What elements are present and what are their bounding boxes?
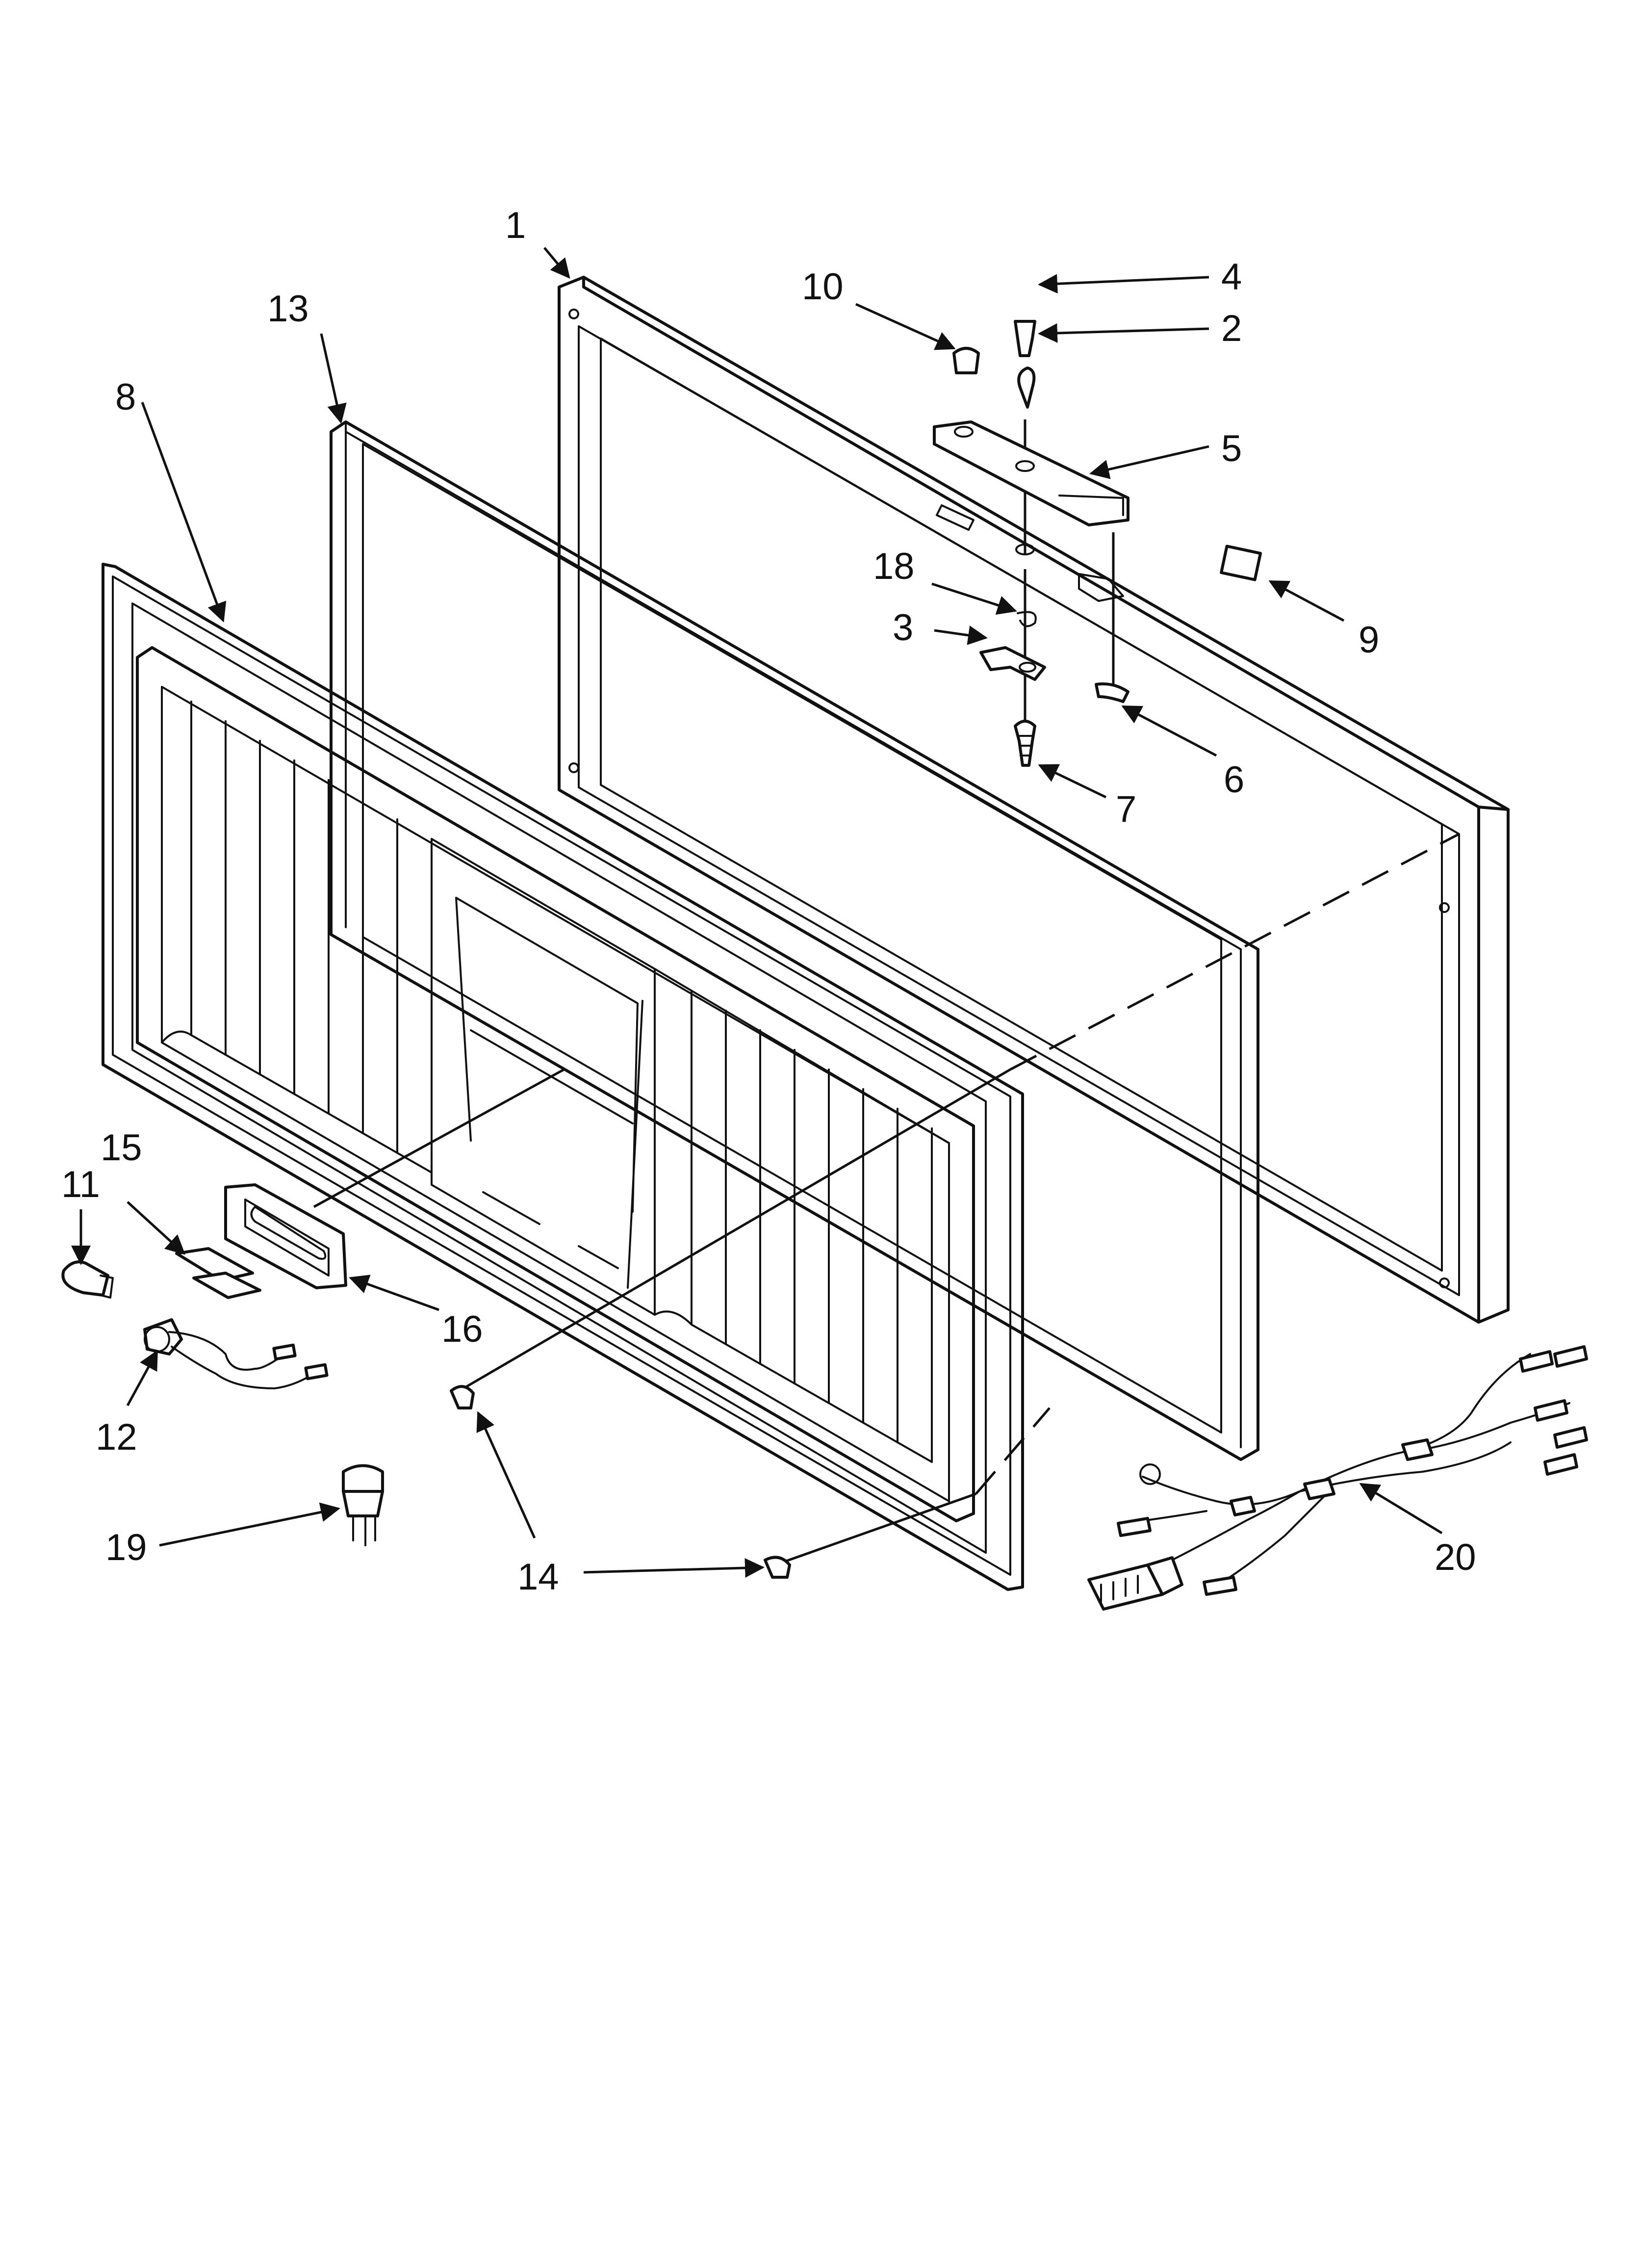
callout-15: 15	[101, 1127, 142, 1169]
gasket-clip-upper	[450, 1385, 475, 1409]
callout-16: 16	[441, 1308, 483, 1350]
light-shield	[175, 1247, 254, 1282]
callout-7: 7	[1116, 788, 1136, 830]
callout-1: 1	[505, 205, 526, 246]
callout-10: 10	[802, 266, 844, 308]
hinge-spacer	[1095, 682, 1129, 703]
light-assembly	[61, 1183, 347, 1389]
callout-14-upper: 14	[517, 1556, 559, 1598]
liner-flutes-right	[654, 968, 950, 1463]
hinge-screw	[1014, 320, 1036, 357]
mounting-screw	[1014, 720, 1036, 767]
callout-13: 13	[267, 288, 309, 330]
hinge-spring	[1017, 611, 1037, 627]
callout-3: 3	[893, 607, 913, 649]
callout-5: 5	[1221, 428, 1242, 469]
light-bulb	[61, 1260, 109, 1297]
hinge-pin-clip	[1017, 366, 1036, 409]
gasket-clip-lower	[764, 1556, 791, 1579]
hinge-assembly	[933, 320, 1129, 767]
callout-labels: 1 2 3 4 5 6 7 8 9 10 11 12 13 14 15 16 1…	[61, 205, 1476, 1598]
callout-19: 19	[105, 1527, 147, 1568]
door-liner	[102, 563, 1024, 1591]
door-frame-outer	[558, 276, 1510, 1324]
callout-2: 2	[1221, 308, 1242, 349]
callout-9: 9	[1359, 619, 1379, 661]
callout-8: 8	[115, 376, 136, 418]
stop-bracket	[979, 646, 1046, 681]
callout-20: 20	[1435, 1537, 1476, 1578]
rating-label	[1220, 545, 1262, 581]
light-housing	[224, 1183, 347, 1289]
callout-6: 6	[1224, 759, 1244, 801]
wire-harness	[1087, 1345, 1588, 1611]
hinge-bracket	[933, 420, 1129, 526]
callout-18: 18	[873, 546, 915, 587]
light-switch	[342, 1464, 384, 1546]
hinge-plug	[952, 347, 980, 374]
callout-4: 4	[1221, 256, 1242, 298]
callout-12: 12	[96, 1416, 137, 1458]
liner-center-panel	[431, 838, 656, 1316]
leader-arrows	[71, 247, 1443, 1578]
liner-flutes-left	[161, 701, 433, 1173]
door-gasket	[330, 420, 1259, 1461]
callout-11: 11	[61, 1164, 100, 1205]
